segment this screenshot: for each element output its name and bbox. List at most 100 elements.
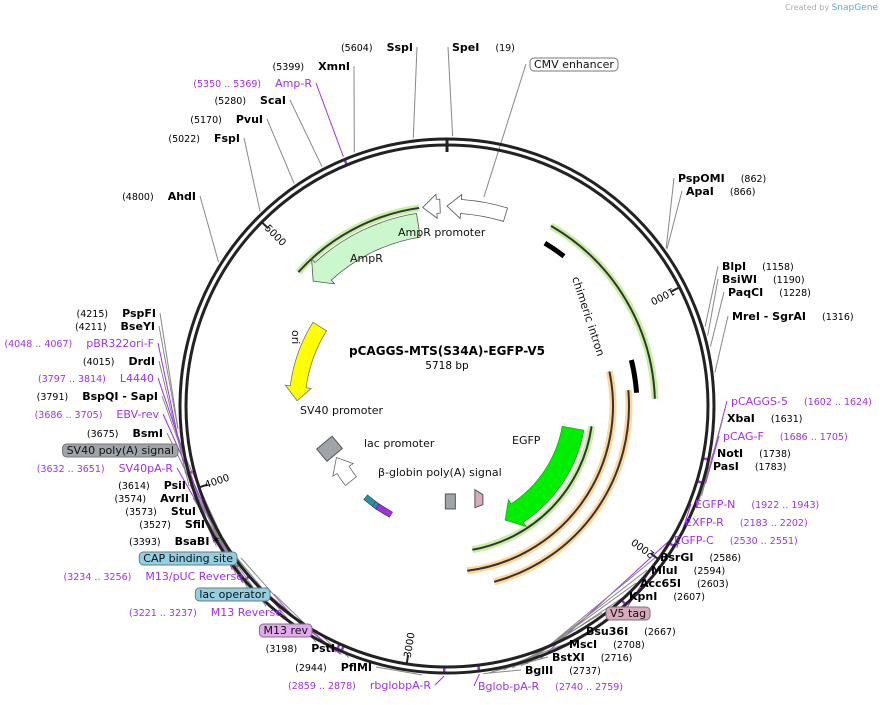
site-position: (3797 .. 3814) [38,374,106,385]
primer-label-rbglobpa-r[interactable]: (2859 .. 2878)rbglobpA-R [288,679,431,692]
enzyme-label-noti[interactable]: NotI(1738) [717,447,791,460]
primer-label-bglob-pa-r[interactable]: Bglob-pA-R(2740 .. 2759) [478,680,623,693]
primer-label-l4440[interactable]: (3797 .. 3814)L4440 [38,372,154,385]
enzyme-label-stui[interactable]: (3573)StuI [125,505,196,518]
ampr-promoter-arrow[interactable] [422,193,441,220]
site-text: Bglob-pA-R(2740 .. 2759) [478,680,623,693]
site-position: (1190) [773,275,805,286]
enzyme-label-pspfi[interactable]: (4215)PspFI [77,307,157,320]
enzyme-label-paqci[interactable]: PaqCI(1228) [728,286,811,299]
enzyme-label-drdi[interactable]: (4015)DrdI [83,355,155,368]
cmv-enhancer-arrow[interactable] [446,193,509,222]
primer-label-pcag-f[interactable]: pCAG-F(1686 .. 1705) [723,430,848,443]
primer-label-pbr322ori-f[interactable]: (4048 .. 4067)pBR322ori-F [4,337,154,350]
site-text: (4211)BseYI [75,320,155,333]
enzyme-label-mlui[interactable]: MluI(2594) [651,564,725,577]
egfp-arrow[interactable] [504,425,585,528]
site-text: (5399)XmnI [273,60,350,73]
orf-strand-1[interactable] [467,371,614,572]
backbone-outer [178,137,716,675]
site-position: (4048 .. 4067) [4,339,72,350]
enzyme-label-bsu36i[interactable]: Bsu36I(2667) [586,625,676,638]
feature-label-m13-rev[interactable]: M13 rev [258,623,313,638]
enzyme-label-xbai[interactable]: XbaI(1631) [727,412,802,425]
feature-box [258,623,313,638]
enzyme-label-ahdi[interactable]: (4800)AhdI [122,190,196,203]
ampr-strand[interactable] [297,206,420,273]
enzyme-label-xmni[interactable]: (5399)XmnI [273,60,350,73]
primer-label-pcaggs-5[interactable]: pCAGGS-5(1602 .. 1624) [731,395,872,408]
v5-tag-mark[interactable] [474,488,484,509]
primer-label-amp-r[interactable]: (5350 .. 5369)Amp-R [193,77,312,90]
m13-rev-box[interactable] [375,503,393,518]
primer-label-m13-puc-reverse[interactable]: (3234 .. 3256)M13/pUC Reverse [64,570,244,583]
primer-label-ebv-rev[interactable]: (3686 .. 3705)EBV-rev [35,408,160,421]
enzyme-label-pflmi[interactable]: (2944)PflMI [295,661,372,674]
primer-label-m13-reverse[interactable]: (3221 .. 3237)M13 Reverse [129,606,282,619]
leader-line [483,669,522,675]
sv40-promoter-box[interactable] [316,435,344,463]
enzyme-label-scai[interactable]: (5280)ScaI [214,94,286,107]
site-text: PaqCI(1228) [728,286,811,299]
enzyme-label-pasi[interactable]: PasI(1783) [713,460,786,473]
primer-label-egfp-c[interactable]: EGFP-C(2530 .. 2551) [674,534,798,547]
feature-name: V5 tag [610,607,646,620]
site-name: pCAG-F [723,430,764,443]
enzyme-label-bsrgi[interactable]: BsrGI(2586) [660,551,741,564]
primer-label-exfp-r[interactable]: EXFP-R(2183 .. 2202) [685,516,808,529]
feature-name: CAP binding site [143,552,233,565]
enzyme-label-bsmi[interactable]: (3675)BsmI [87,427,163,440]
egfp-strand[interactable] [472,426,593,551]
enzyme-label-sfii[interactable]: (3527)SfiI [139,518,205,531]
feature-label-cmv-enhancer[interactable]: CMV enhancer [529,57,619,72]
chimeric-intron-end[interactable] [628,359,640,393]
enzyme-label-fspi[interactable]: (5022)FspI [168,132,240,145]
enzyme-label-blpi[interactable]: BlpI(1158) [722,260,794,273]
site-position: (4211) [75,322,107,333]
site-name: PspOMI [678,172,725,185]
enzyme-label-bglii[interactable]: BglII(2737) [525,664,601,677]
enzyme-label-apai[interactable]: ApaI(866) [686,185,755,198]
beta-globin-polya-box[interactable] [444,493,456,510]
site-text: KpnI(2607) [629,590,705,603]
site-name: SfiI [185,518,205,531]
ori-label: ori [289,330,302,344]
site-text: BlpI(1158) [722,260,794,273]
enzyme-label-sspi[interactable]: (5604)SspI [341,41,413,54]
leader-line [289,99,323,167]
feature-label-sv40-poly-a-signal[interactable]: SV40 poly(A) signal [62,443,179,458]
enzyme-label-bstxi[interactable]: BstXI(2716) [552,651,632,664]
feature-label-v5-tag[interactable]: V5 tag [605,606,651,621]
orf-strand-2[interactable] [493,390,630,583]
enzyme-label-mrei-sgrai[interactable]: MreI - SgrAI(1316) [732,310,854,323]
feature-label-lac-operator[interactable]: lac operator [194,587,271,602]
enzyme-label-spei[interactable]: SpeI(19) [452,41,515,54]
enzyme-label-bspqi-sapi[interactable]: (3791)BspQI - SapI [37,390,158,403]
primer-label-sv40pa-r[interactable]: (3632 .. 3651)SV40pA-R [37,462,174,475]
enzyme-label-psii[interactable]: (3614)PsiI [118,479,186,492]
chimeric-intron-start[interactable] [543,240,566,259]
enzyme-label-kpni[interactable]: KpnI(2607) [629,590,705,603]
enzyme-label-bseyi[interactable]: (4211)BseYI [75,320,155,333]
primer-label-egfp-n[interactable]: EGFP-N(1922 .. 1943) [695,498,819,511]
site-position: (3614) [118,481,150,492]
chimeric-intron-strand[interactable] [550,225,656,399]
enzyme-label-pvui[interactable]: (5170)PvuI [190,113,263,126]
enzyme-label-msci[interactable]: MscI(2708) [569,638,645,651]
enzyme-label-acc65i[interactable]: Acc65I(2603) [640,577,729,590]
enzyme-label-bsiwi[interactable]: BsiWI(1190) [722,273,805,286]
ampr-arrow[interactable] [311,212,421,285]
enzyme-label-psti[interactable]: (3198)PstI [266,642,335,655]
enzyme-label-avrii[interactable]: (3574)AvrII [115,492,190,505]
site-name: MluI [651,564,678,577]
site-name: EBV-rev [116,408,159,421]
feature-label-cap-binding-site[interactable]: CAP binding site [138,551,238,566]
site-position: (3675) [87,429,119,440]
enzyme-label-bsabi[interactable]: (3393)BsaBI * [129,535,219,548]
site-name: ApaI [686,185,714,198]
lac-promoter-arrow[interactable] [332,457,357,486]
enzyme-label-pspomi[interactable]: PspOMI(862) [678,172,766,185]
ori-arrow[interactable] [284,321,328,402]
feature-box [62,443,179,458]
